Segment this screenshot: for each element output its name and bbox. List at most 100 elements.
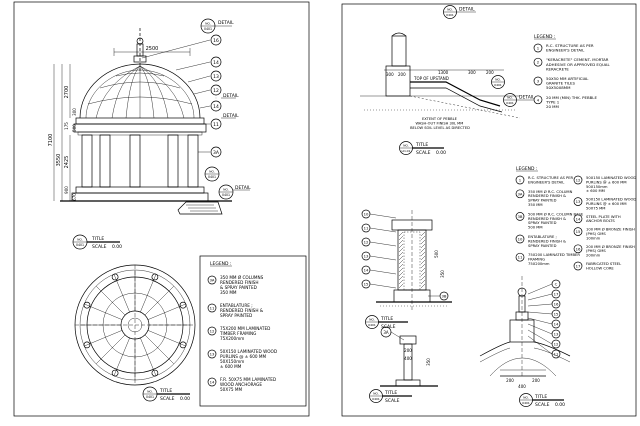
plan-rafter: [113, 337, 130, 376]
svg-text:14: 14: [364, 268, 369, 273]
svg-text:NO.: NO.: [369, 318, 374, 322]
svg-text:0401: 0401: [368, 323, 376, 327]
legend-key-bubble: [533, 95, 543, 105]
svg-text:11: 11: [213, 122, 219, 128]
legend-key-bubble: [515, 212, 525, 221]
hatch-line: [420, 283, 426, 289]
svg-text:TITLE: TITLE: [159, 388, 172, 394]
plan-column: [179, 301, 187, 309]
dim-top-c: 1300: [438, 70, 449, 75]
legend-text: ENTABLATURE ;RENDERED FINISH &SPRAY PAIN…: [528, 235, 566, 248]
crown-key-15: 15: [527, 309, 561, 319]
svg-text:0.00: 0.00: [436, 150, 446, 156]
hatch-line: [420, 235, 426, 241]
svg-text:TITLE: TITLE: [91, 236, 104, 242]
column-key-11: 11: [361, 223, 397, 233]
svg-text:0401: 0401: [204, 27, 212, 31]
svg-text:0401: 0401: [222, 193, 230, 197]
plan-column: [83, 341, 91, 349]
legend-key: 3A: [209, 278, 214, 283]
svg-text:NO.: NO.: [77, 238, 82, 242]
plan-rafter: [140, 274, 157, 313]
dim-dome-rise: 300: [72, 108, 77, 116]
dim-dome-height: 2700: [64, 86, 70, 99]
svg-text:13: 13: [213, 74, 219, 80]
drawing-sheet-right: NO. 0401 DETAIL 300 200 1300 300 200 TOP…: [320, 0, 640, 426]
plan-column: [83, 301, 91, 309]
legend-key-bubble: [207, 326, 217, 336]
legend-key: 13: [576, 199, 581, 204]
legend-key-bubble: [573, 175, 583, 185]
hatch-line: [398, 263, 404, 269]
svg-text:DETAIL: DETAIL: [218, 20, 234, 26]
svg-text:DETAIL: DETAIL: [459, 7, 475, 13]
plan-column: [151, 273, 159, 281]
hatch-line: [398, 243, 404, 249]
top-detail-title-block: NO. LD-01 TITLE SCALE 0.00: [399, 141, 446, 156]
plan-column: [179, 341, 187, 349]
top-detail-callout: NO. 0401 DETAIL: [443, 5, 476, 19]
elevation-key-12: 12: [193, 84, 222, 96]
plan-column: [151, 369, 159, 377]
plan-rafter: [84, 330, 123, 347]
hatch-line: [420, 247, 426, 253]
legend-key-bubble: [207, 377, 217, 387]
legend-key: 1: [519, 178, 522, 183]
legend-bottom-heading: LEGEND :: [516, 166, 537, 172]
legend-key-bubble: [573, 261, 583, 271]
hatch-line: [420, 243, 426, 249]
dim-base-c: 350: [426, 358, 431, 366]
legend-key: 1: [537, 46, 540, 51]
column-detail-title-block: NO. 0401 TITLE SCALE: [365, 315, 408, 330]
legend-key: 3A: [517, 191, 522, 196]
dim-crown-b: 400: [518, 384, 526, 389]
hatch-line: [420, 231, 426, 237]
legend-top-heading: LEGEND :: [534, 34, 555, 40]
svg-text:C: C: [555, 282, 558, 287]
svg-text:DETAIL: DETAIL: [519, 95, 535, 101]
legend-key-bubble: [207, 275, 217, 285]
plan-rafter: [144, 285, 175, 316]
gazebo-plan: [74, 264, 196, 386]
svg-text:12: 12: [213, 88, 219, 94]
svg-text:3B: 3B: [441, 294, 446, 299]
label-top-of-upstand: TOP OF UPSTAND: [413, 76, 449, 81]
svg-text:0401: 0401: [506, 101, 514, 105]
sheet-border: [341, 3, 637, 417]
legend-key: 13: [210, 352, 215, 357]
hatch-line: [398, 279, 404, 285]
plan-column: [111, 369, 119, 377]
legend-key-bubble: [515, 234, 525, 244]
legend-key-bubble: [573, 214, 583, 224]
legend-key: 3B: [517, 214, 522, 219]
legend-key-bubble: [533, 76, 543, 86]
dim-entab-a: 175: [64, 122, 69, 130]
elevation-key-11: 11: [204, 118, 222, 130]
dim-crown-c: 200: [532, 378, 540, 383]
hatch-line: [398, 231, 404, 237]
svg-text:14: 14: [554, 322, 559, 327]
svg-text:TITLE: TITLE: [380, 316, 393, 322]
svg-text:NO.: NO.: [495, 78, 500, 82]
legend-key: 16: [576, 246, 581, 251]
legend-key: 14: [576, 216, 581, 221]
legend-key-bubble: [515, 189, 525, 199]
legend-key-bubble: [573, 244, 583, 254]
svg-text:DETAIL: DETAIL: [223, 93, 239, 99]
svg-text:NO.: NO.: [223, 188, 228, 192]
